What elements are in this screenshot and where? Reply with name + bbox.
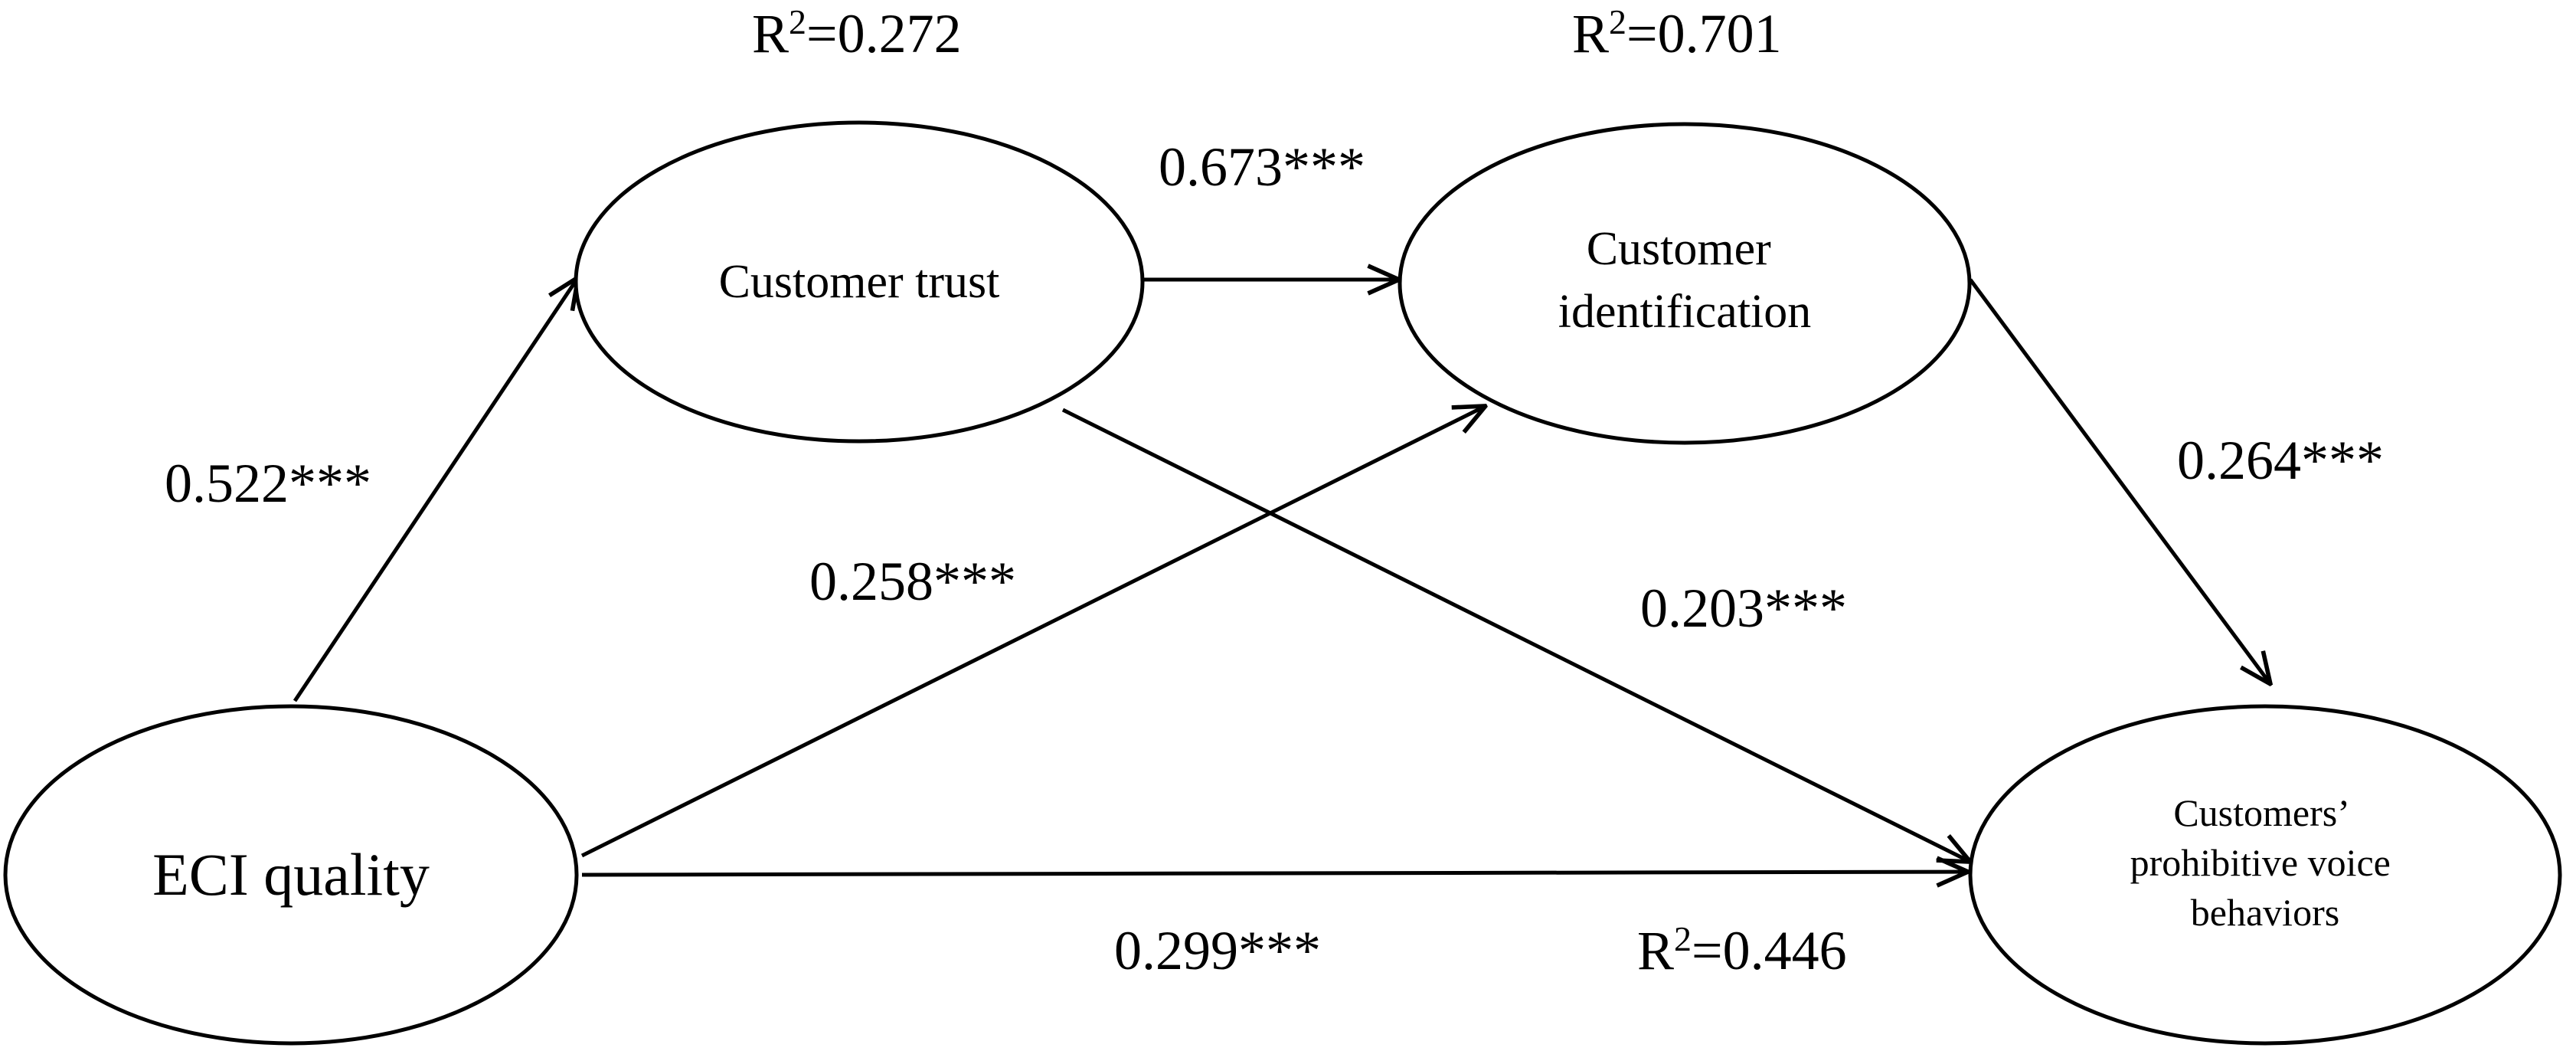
coef-trust-to-voice: 0.203*** bbox=[1640, 578, 1847, 639]
node-eci-quality: ECI quality bbox=[3, 704, 579, 1046]
r2-customer-trust-value: =0.272 bbox=[806, 3, 962, 64]
node-customer-identification-shape bbox=[1398, 122, 1972, 445]
r2-prohibitive-voice: R2=0.446 bbox=[1637, 919, 1847, 981]
coef-eci-to-trust: 0.522*** bbox=[165, 453, 371, 514]
r2-customer-trust: R2=0.272 bbox=[752, 2, 962, 64]
node-eci-quality-label: ECI quality bbox=[152, 841, 430, 908]
edge-trust-to-voice bbox=[1061, 408, 1970, 862]
node-eci-quality-shape bbox=[3, 704, 579, 1046]
r2-prohibitive-voice-value: =0.446 bbox=[1692, 920, 1847, 981]
r2-customer-trust-prefix: R bbox=[752, 3, 789, 64]
node-customer-identification-label-line1: Customer bbox=[1587, 223, 1771, 275]
edge-eci-to-identification bbox=[580, 406, 1486, 858]
node-customer-identification-label: Customer identification bbox=[1558, 223, 1812, 338]
node-prohibitive-voice-label-line3: behaviors bbox=[2191, 891, 2339, 934]
r2-customer-identification-sup: 2 bbox=[1609, 2, 1626, 41]
coef-eci-to-identification: 0.258*** bbox=[809, 551, 1016, 612]
edge-eci-to-trust bbox=[293, 277, 578, 702]
node-customer-trust: Customer trust bbox=[574, 120, 1145, 444]
r2-customer-identification-prefix: R bbox=[1572, 3, 1609, 64]
coef-identification-to-voice: 0.264*** bbox=[2177, 430, 2384, 491]
node-customer-trust-label: Customer trust bbox=[719, 256, 1000, 308]
r2-customer-trust-sup: 2 bbox=[789, 2, 806, 41]
node-prohibitive-voice-label-line1: Customers’ bbox=[2173, 791, 2347, 834]
node-customer-identification-label-line2: identification bbox=[1558, 286, 1812, 338]
node-prohibitive-voice-label-line2: prohibitive voice bbox=[2130, 841, 2391, 884]
r2-customer-identification-value: =0.701 bbox=[1626, 3, 1782, 64]
edge-eci-to-voice bbox=[581, 872, 1968, 875]
node-prohibitive-voice-label: Customers’ prohibitive voice behaviors bbox=[2130, 791, 2401, 934]
edge-identification-to-voice bbox=[1968, 278, 2270, 684]
r2-prohibitive-voice-sup: 2 bbox=[1674, 919, 1692, 958]
coef-trust-to-identification: 0.673*** bbox=[1159, 136, 1365, 198]
r2-customer-identification: R2=0.701 bbox=[1572, 2, 1782, 64]
coef-eci-to-voice: 0.299*** bbox=[1114, 920, 1321, 981]
node-prohibitive-voice-shape bbox=[1968, 704, 2562, 1046]
node-customer-identification: Customer identification bbox=[1398, 122, 1972, 445]
node-customer-trust-shape bbox=[574, 120, 1145, 444]
node-prohibitive-voice: Customers’ prohibitive voice behaviors bbox=[1968, 704, 2562, 1046]
r2-prohibitive-voice-prefix: R bbox=[1637, 920, 1674, 981]
